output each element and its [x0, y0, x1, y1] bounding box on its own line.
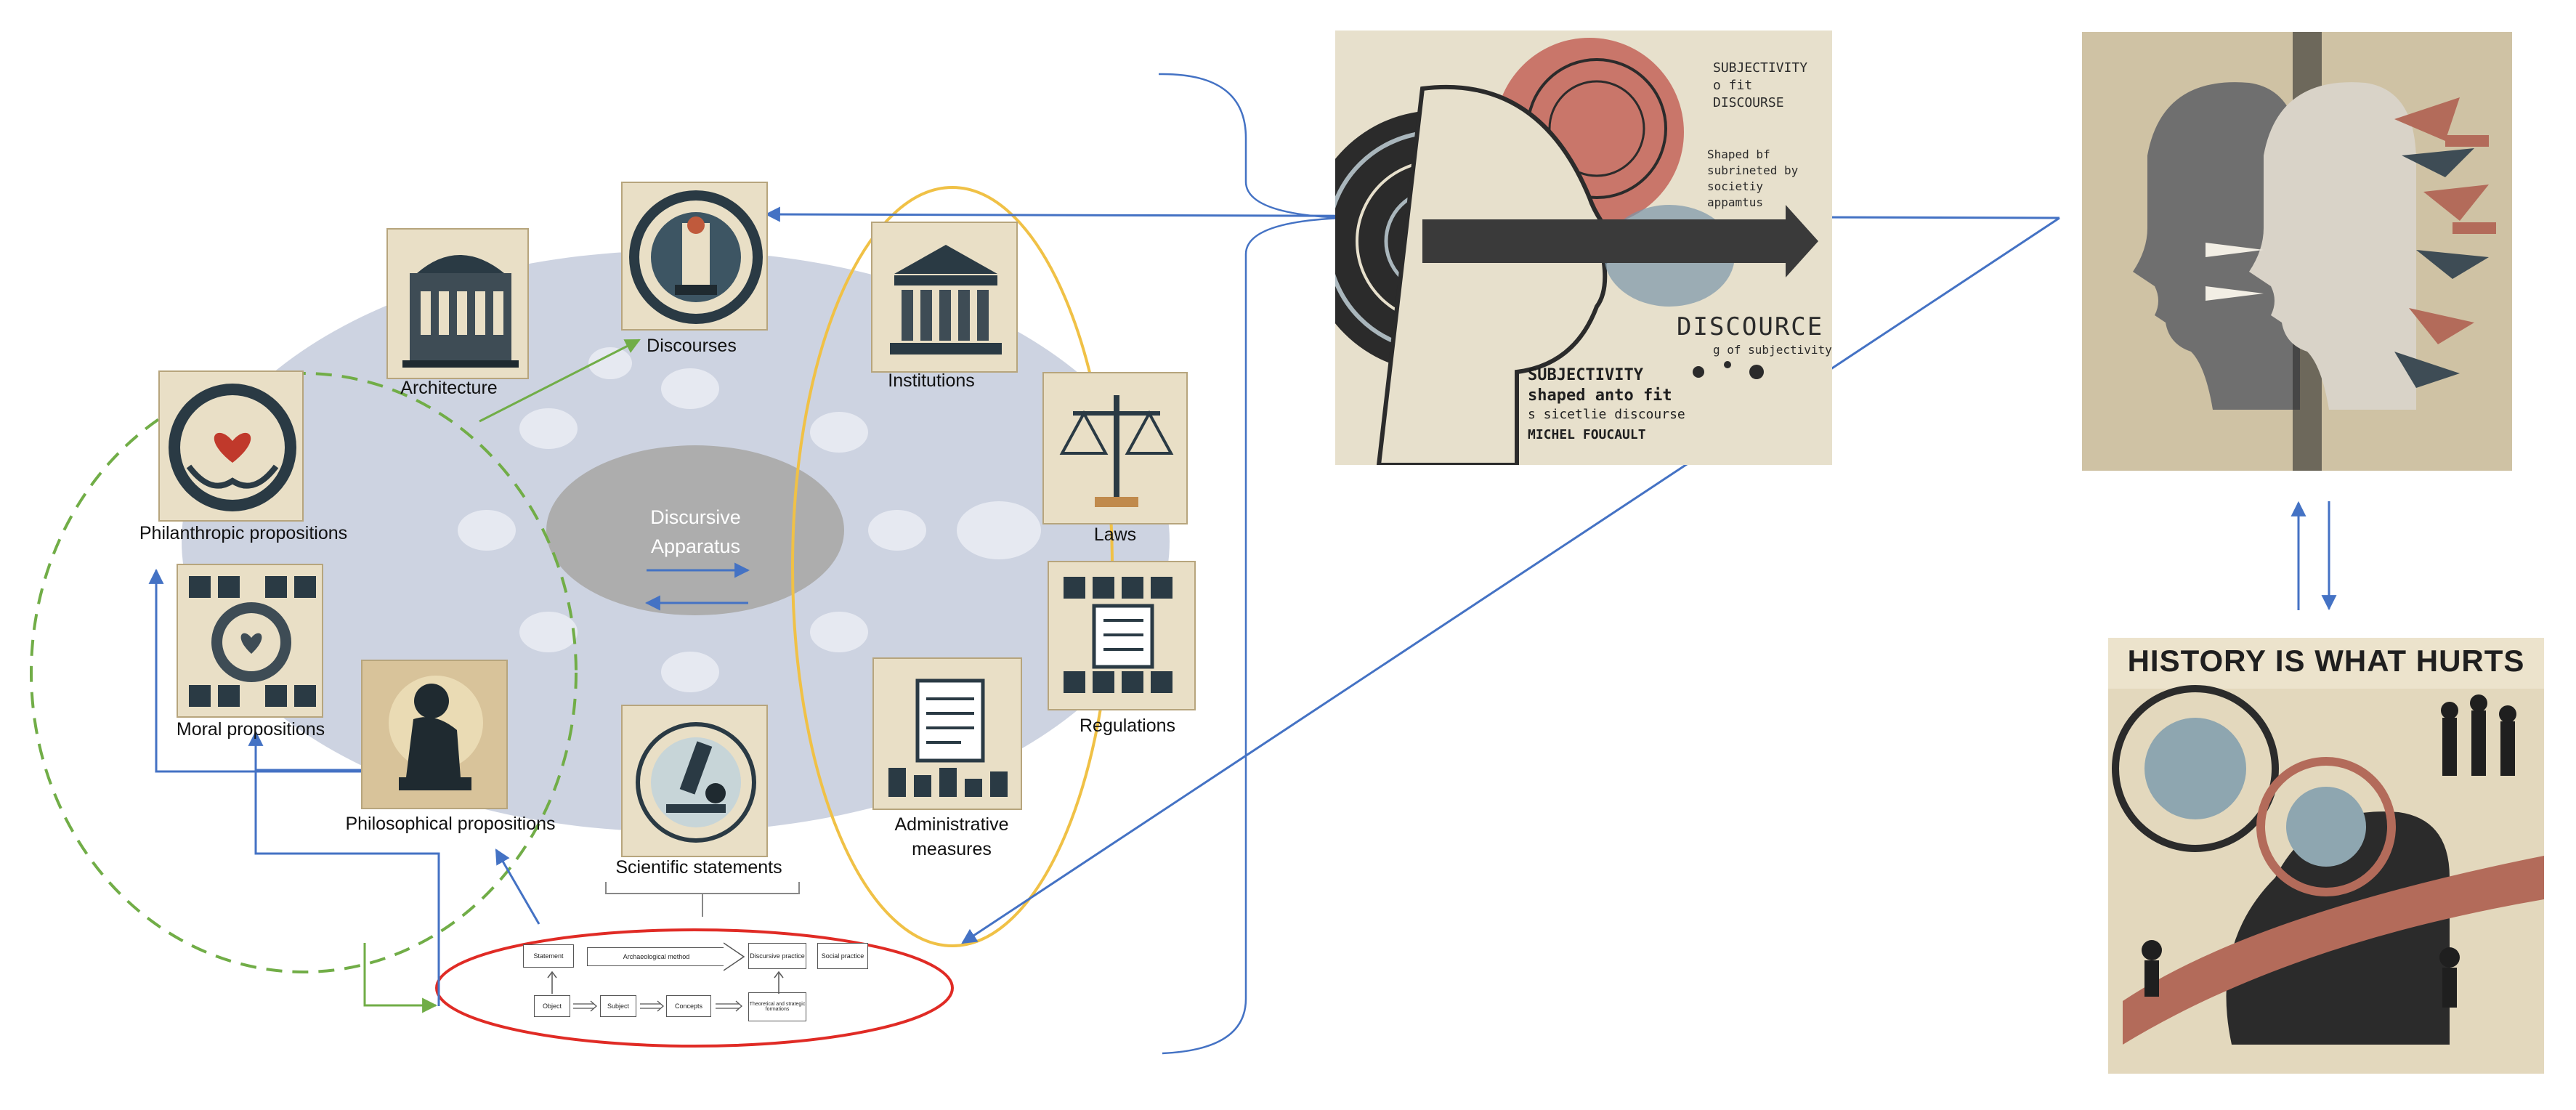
flow-double-arrows [570, 1000, 752, 1014]
discource-bottom-line3: s sicetlie discourse [1528, 407, 1685, 422]
philosophical-label: Philosophical propositions [345, 814, 555, 835]
administrative-measures-label: Administrative measures [872, 812, 1032, 862]
institutions-label: Institutions [888, 370, 975, 392]
flow-discursive-practice: Discursive practice [748, 943, 806, 969]
architecture-icon [386, 228, 529, 379]
institutions-icon [871, 222, 1018, 373]
laws-label: Laws [1094, 524, 1136, 546]
scientific-statements-label: Scientific statements [615, 857, 782, 878]
flow-connectors [523, 969, 814, 998]
discource-bottom-line1: SUBJECTIVITY [1528, 366, 1643, 384]
flow-archaeological-method: Archaeological method [587, 947, 725, 966]
flow-method-arrowhead [724, 941, 745, 972]
laws-icon [1042, 372, 1188, 524]
flow-social-practice: Social practice [817, 943, 868, 969]
discourses-label: Discourses [647, 336, 737, 357]
regulations-icon [1048, 561, 1196, 710]
moral-icon [177, 564, 323, 718]
center-title: Discursive Apparatus [632, 503, 759, 561]
discource-mid-text: Shaped bf subrineted by societiy appamtu… [1707, 147, 1823, 211]
philosophical-icon [361, 660, 508, 809]
history-title: HISTORY IS WHAT HURTS [2108, 644, 2544, 678]
philanthropic-icon [158, 370, 304, 522]
scientific-statements-icon [621, 705, 768, 857]
discource-heading: DISCOURCE [1677, 312, 1823, 341]
discourses-icon [621, 182, 768, 331]
architecture-label: Architecture [400, 378, 497, 399]
flow-object: Object [534, 995, 570, 1017]
discource-bottom-line2: shaped anto fit [1528, 386, 1672, 405]
discource-heading-sub: g of subjectivity [1713, 343, 1832, 357]
philanthropic-label: Philanthropic propositions [139, 523, 347, 544]
discource-top-text: SUBJECTIVITY o fit DISCOURSE [1713, 60, 1822, 112]
discource-author: MICHEL FOUCAULT [1528, 427, 1646, 442]
flow-statement: Statement [523, 944, 574, 968]
faces-poster [2082, 32, 2512, 471]
history-poster: HISTORY IS WHAT HURTS [2108, 638, 2544, 1074]
regulations-label: Regulations [1080, 716, 1175, 737]
scientific-brace [606, 882, 799, 917]
arrow-to-philosophical [496, 850, 539, 924]
moral-label: Moral propositions [177, 719, 325, 740]
administrative-measures-icon [872, 657, 1022, 810]
discource-poster: SUBJECTIVITY o fit DISCOURSE Shaped bf s… [1335, 31, 1832, 465]
